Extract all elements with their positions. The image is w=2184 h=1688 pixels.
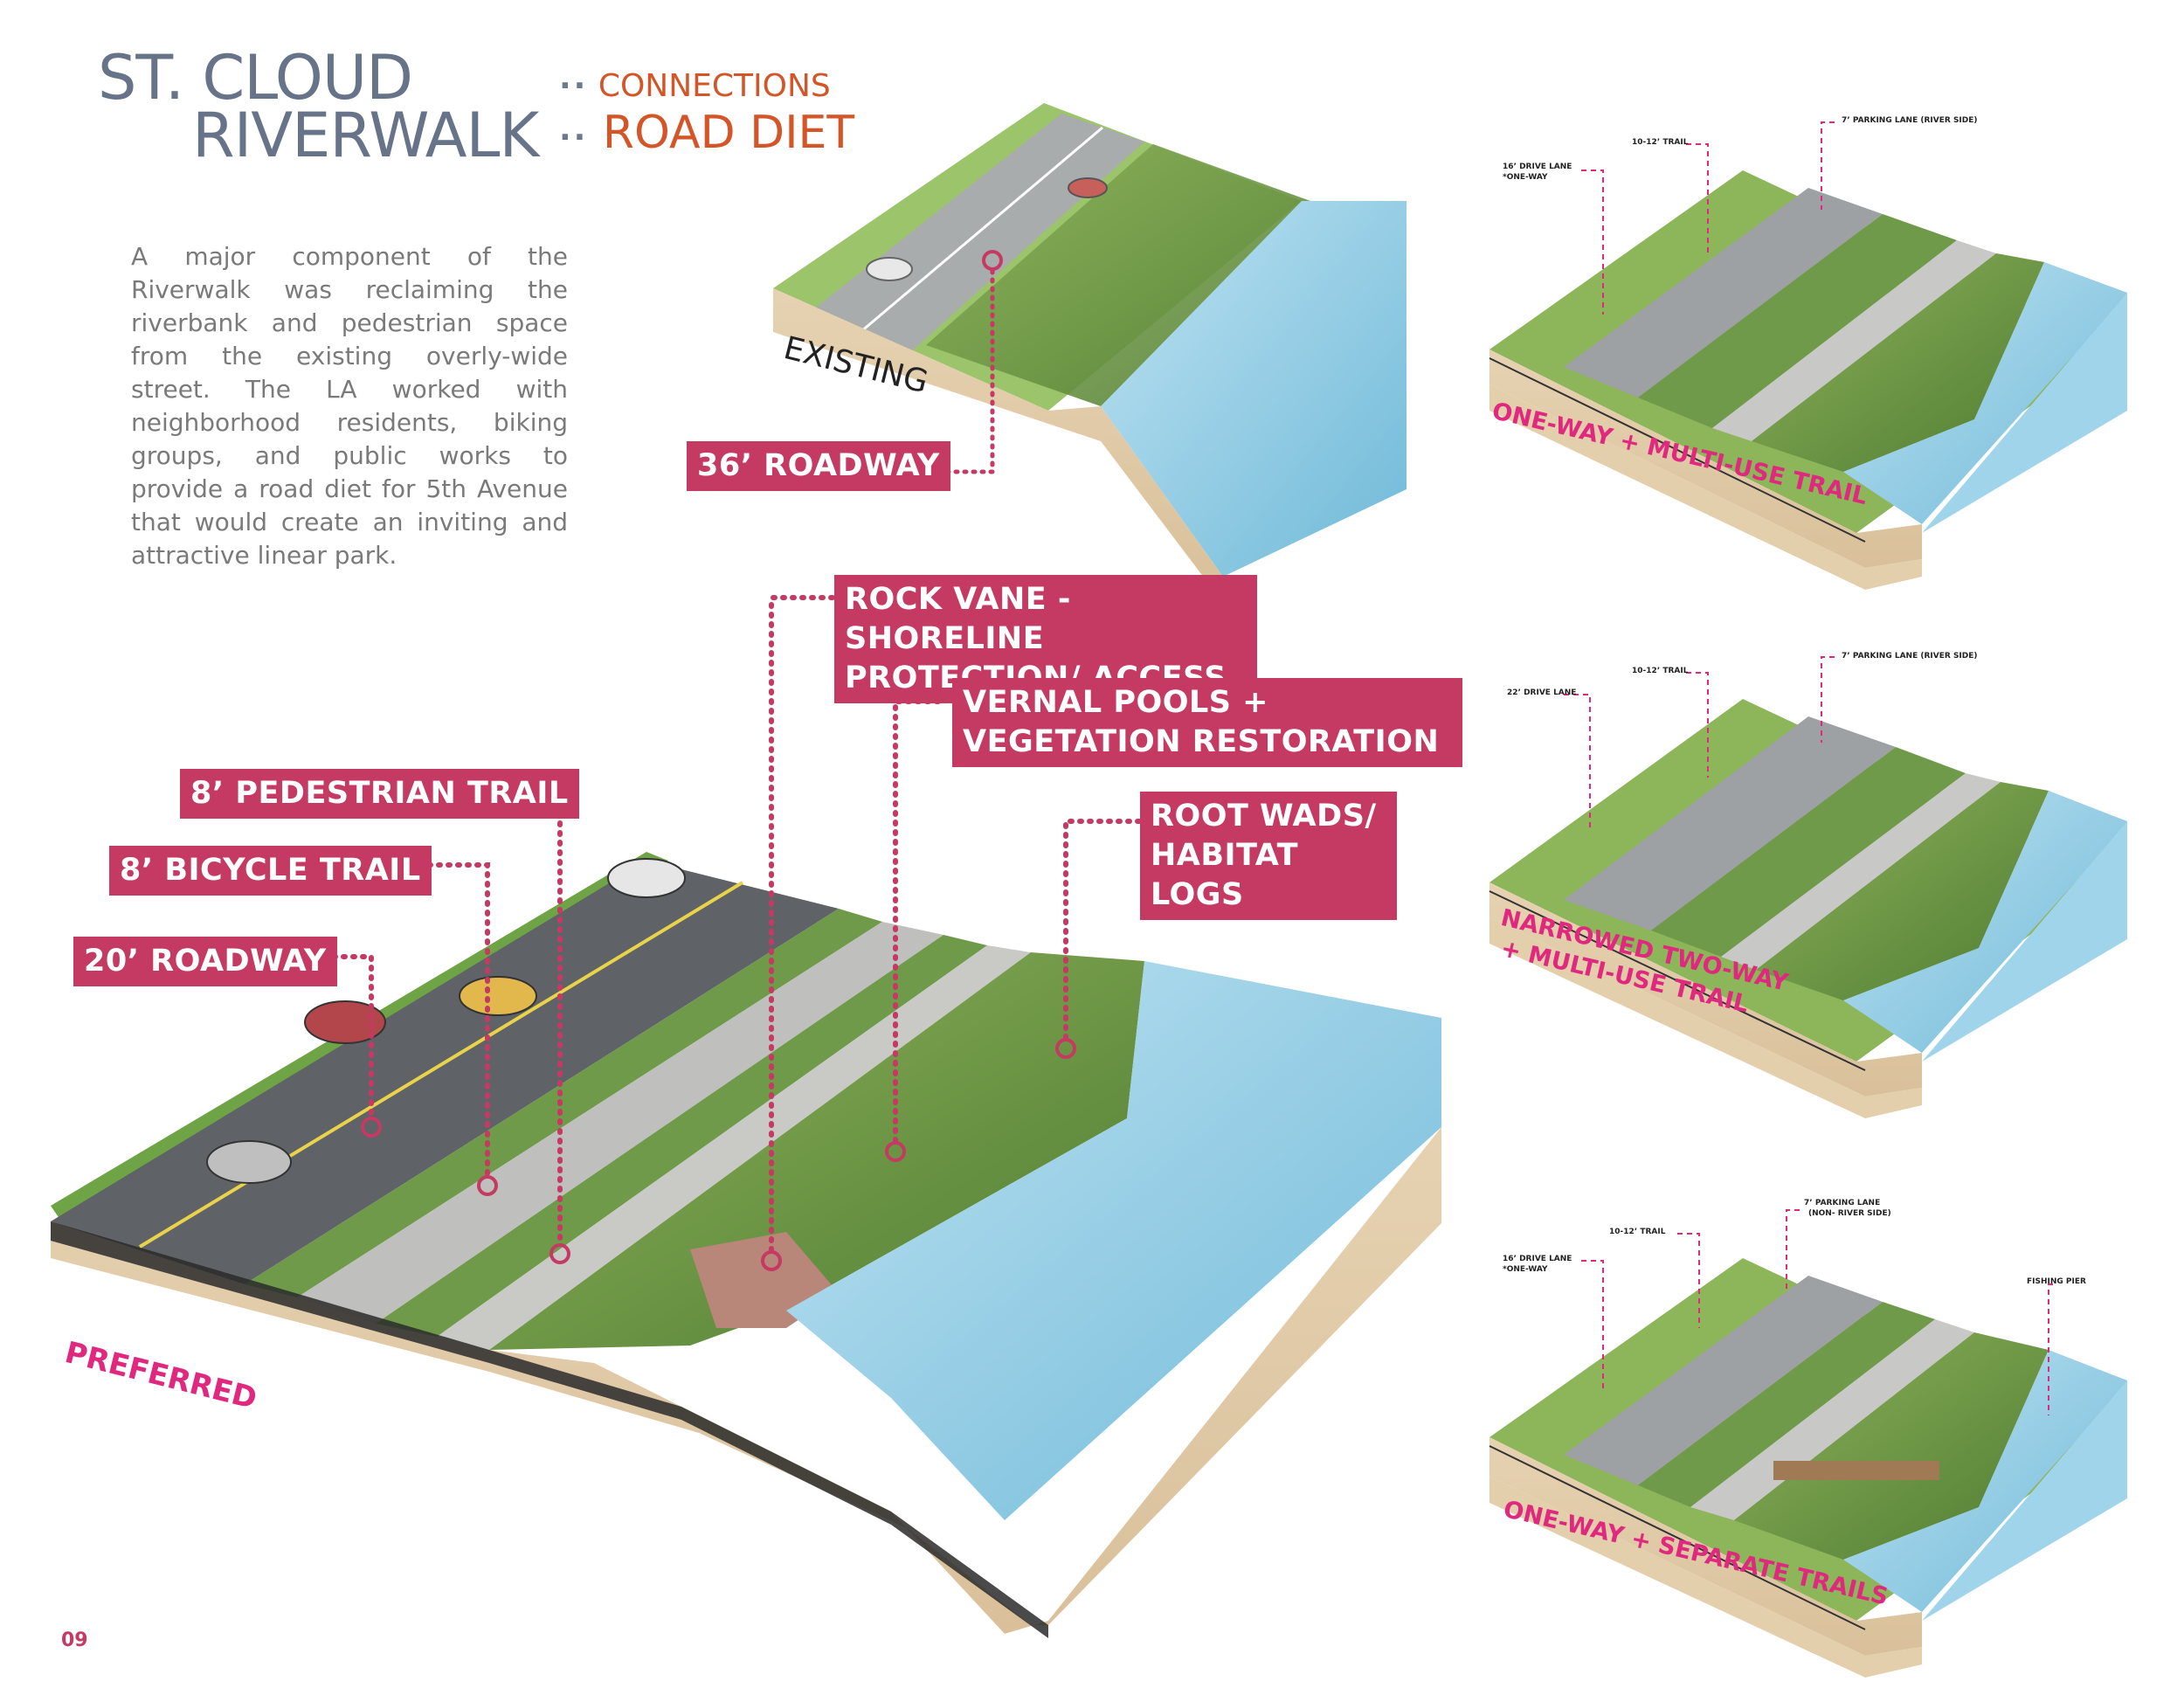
tag-root-wads: ROOT WADS/ HABITAT LOGS (1140, 792, 1397, 920)
tag-vernal-pools: VERNAL POOLS + VEGETATION RESTORATION (952, 678, 1462, 767)
scenario-2-note-parking: 7’ PARKING LANE (RIVER SIDE) (1842, 652, 1978, 661)
scenario-3-note-drive-lane: 16’ DRIVE LANE (1503, 1255, 1572, 1263)
scenario-2-note-drive-lane: 22’ DRIVE LANE (1507, 688, 1577, 697)
scenario-3-note-fishing-pier: FISHING PIER (2027, 1277, 2086, 1286)
tag-20-roadway: 20’ ROADWAY (73, 937, 337, 986)
breadcrumb-connections: ·· CONNECTIONS (559, 68, 831, 104)
existing-block (773, 103, 1406, 603)
preferred-block (51, 595, 1441, 1638)
breadcrumb-connections-label: CONNECTIONS (598, 68, 831, 104)
breadcrumb-road-diet-label: ROAD DIET (602, 107, 855, 159)
scenario-1-note-drive-lane: 16’ DRIVE LANE (1503, 163, 1572, 171)
intro-paragraph: A major component of the Riverwalk was r… (131, 242, 568, 570)
tag-bicycle-trail: 8’ BICYCLE TRAIL (109, 846, 432, 896)
scenario-1-note-parking: 7’ PARKING LANE (RIVER SIDE) (1842, 116, 1978, 125)
scenario-3-note-parking-side: (NON- RIVER SIDE) (1808, 1209, 1891, 1218)
page-title-line2: RIVERWALK (192, 100, 539, 171)
scenario-1-note-trail: 10-12’ TRAIL (1632, 138, 1689, 147)
scenario-2-block (1489, 699, 2127, 1118)
bullet-dots-icon: ·· (559, 68, 589, 104)
scenario-3-note-one-way: *ONE-WAY (1503, 1265, 1548, 1274)
scenario-3-note-trail: 10-12’ TRAIL (1609, 1228, 1666, 1236)
page-number: 09 (61, 1629, 88, 1651)
bullet-dots-icon: ·· (559, 120, 589, 156)
page-title-line1: ST. CLOUD (98, 42, 413, 114)
tag-36-roadway: 36’ ROADWAY (687, 441, 950, 491)
scenario-1-block (1489, 170, 2127, 590)
scenario-1-note-one-way: *ONE-WAY (1503, 173, 1548, 182)
scenario-3-note-parking: 7’ PARKING LANE (1804, 1199, 1881, 1207)
breadcrumb-road-diet: ·· ROAD DIET (559, 107, 854, 159)
scenario-3-block (1489, 1258, 2127, 1678)
tag-pedestrian-trail: 8’ PEDESTRIAN TRAIL (180, 769, 579, 819)
scenario-2-note-trail: 10-12’ TRAIL (1632, 667, 1689, 675)
